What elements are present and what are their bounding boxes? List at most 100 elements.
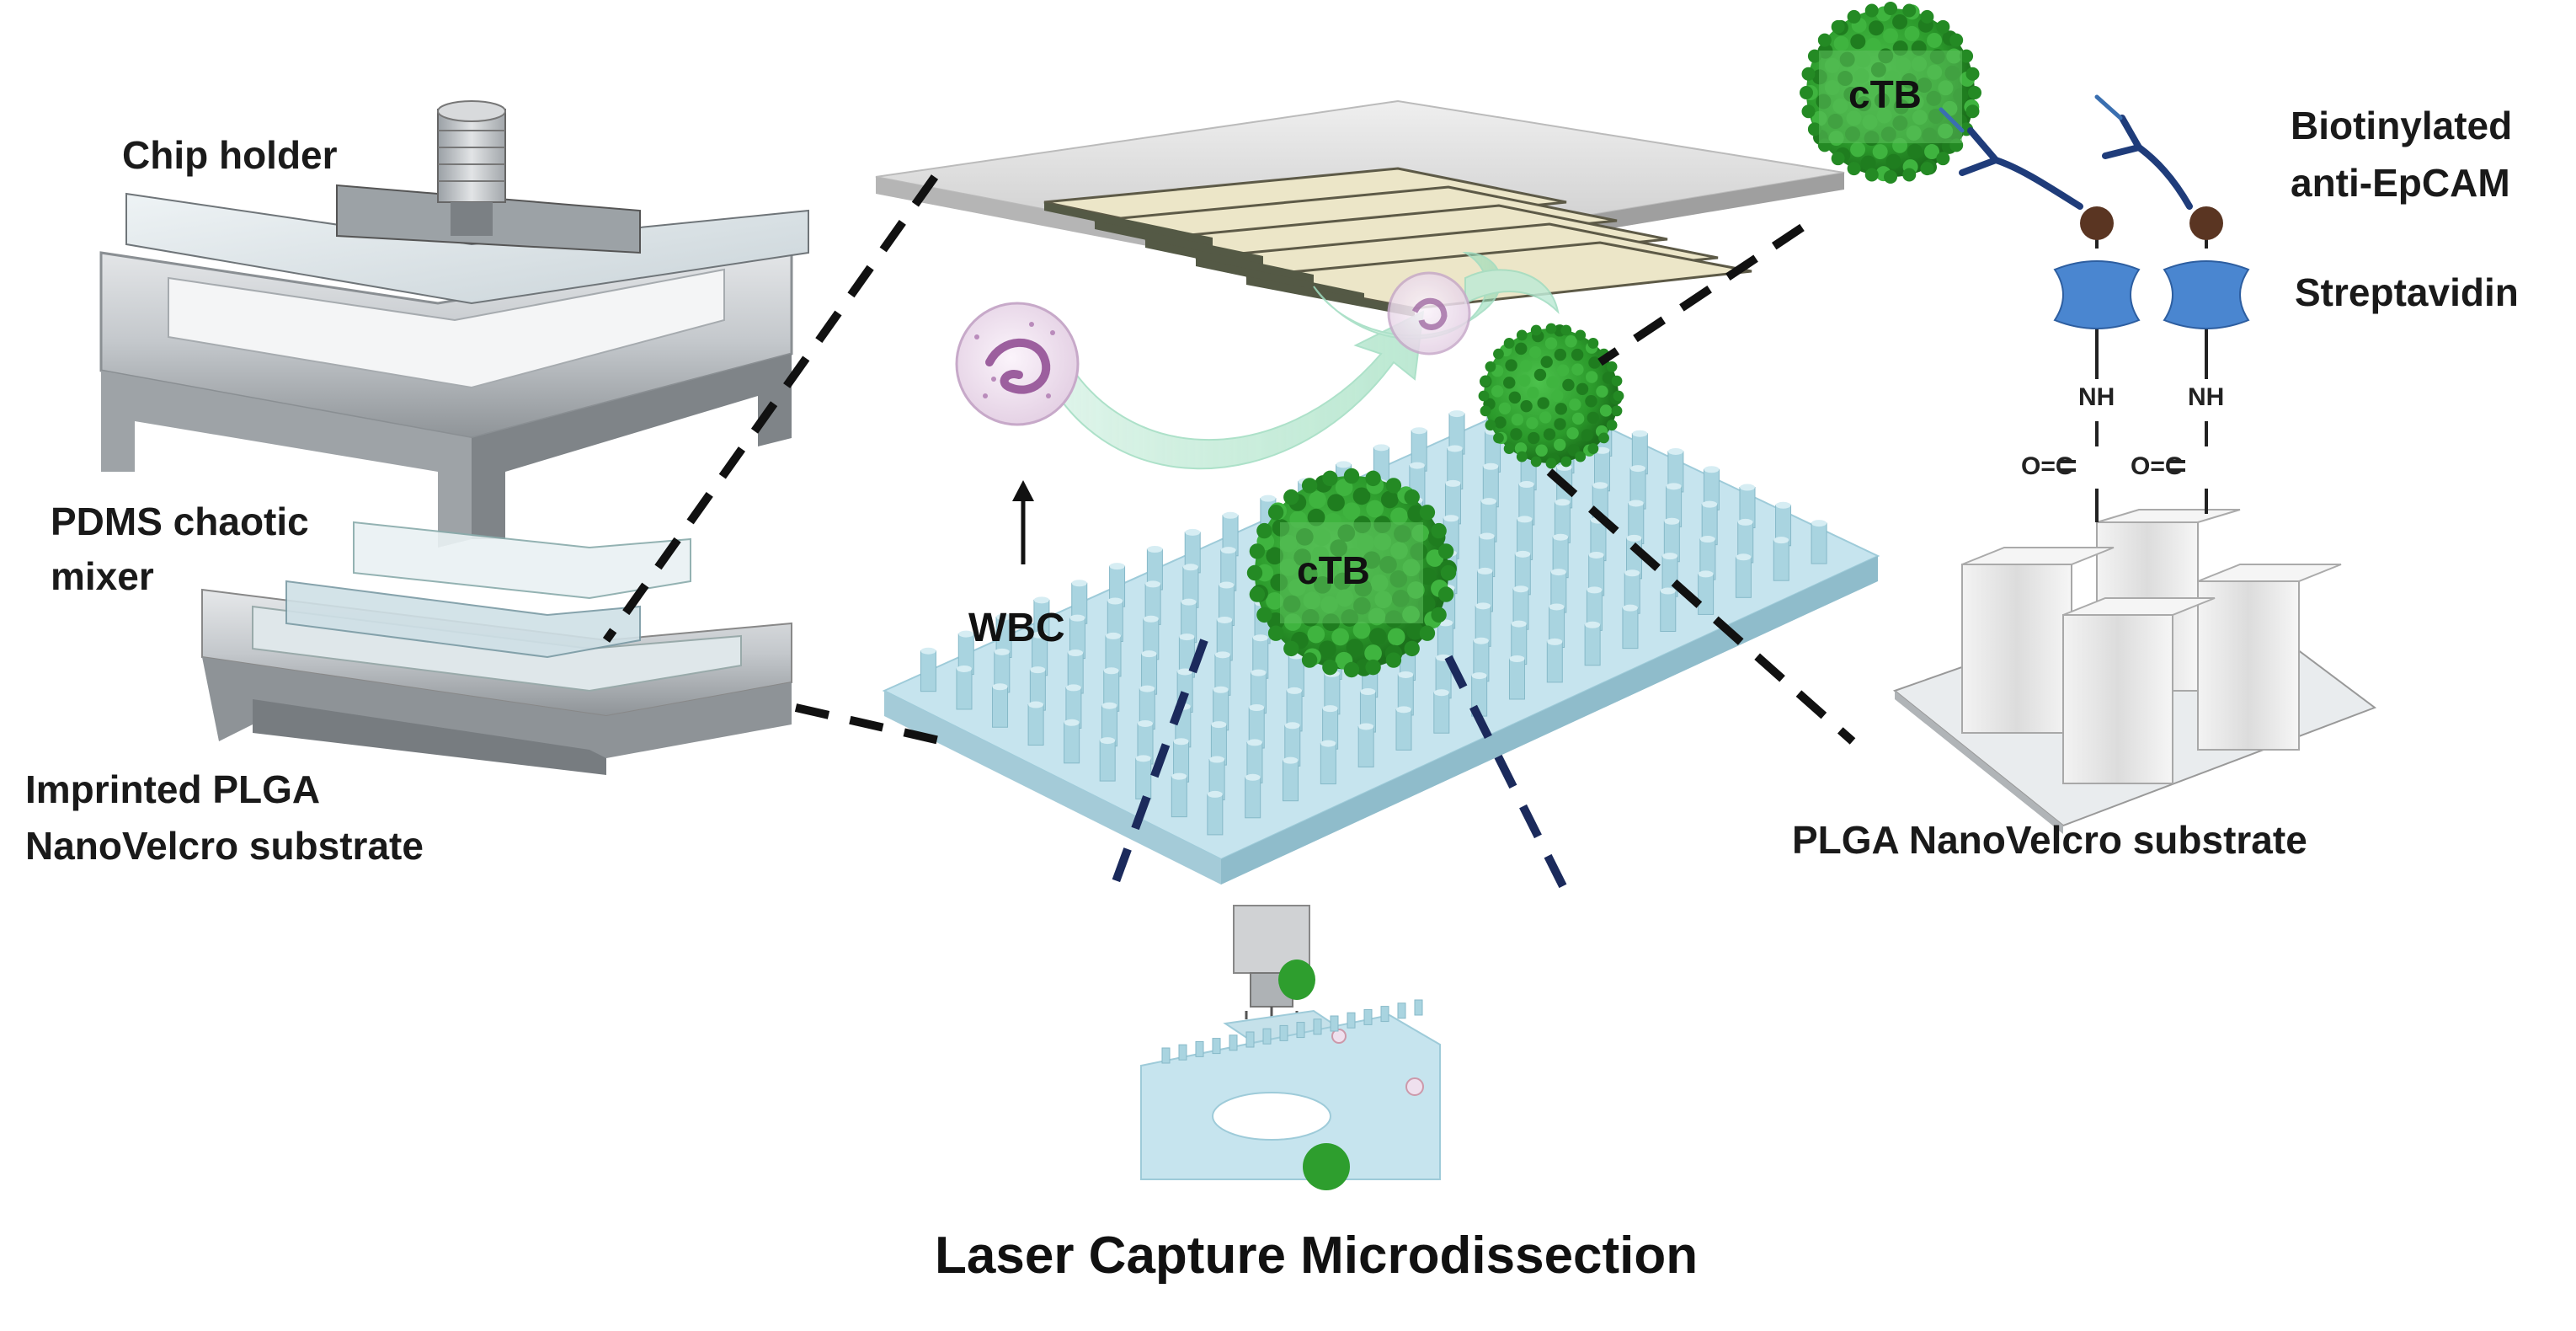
lcm-pillar xyxy=(1262,1028,1272,1045)
lcm-pillar xyxy=(1245,1031,1255,1048)
streptavidin-molecules xyxy=(2053,260,2250,329)
lcm-pillar xyxy=(1397,1002,1406,1019)
nanopillar xyxy=(1220,547,1237,591)
nanopillar xyxy=(1629,465,1646,510)
wbc-cell-small xyxy=(1387,271,1471,355)
ctb-center-label: cTB xyxy=(1297,548,1370,592)
nanopillar xyxy=(1245,773,1261,819)
nanopillar xyxy=(1447,445,1464,489)
nanopillar xyxy=(1622,604,1639,649)
nanopillar xyxy=(1137,719,1154,765)
lcm-pillar xyxy=(1296,1022,1305,1039)
wbc-label: WBC xyxy=(968,606,1065,650)
lcm-pillar xyxy=(1414,999,1423,1016)
nanopillar xyxy=(1701,500,1718,546)
nanopillar xyxy=(1135,755,1152,799)
nanopillar xyxy=(1737,518,1754,564)
nanopillar xyxy=(1207,790,1224,836)
nanopillar xyxy=(1357,723,1374,767)
nanopillar xyxy=(1584,621,1601,666)
nanopillar xyxy=(1514,550,1531,596)
nanopillar xyxy=(1320,740,1336,785)
nanopillar xyxy=(1027,701,1044,746)
wbc-cell xyxy=(955,302,1080,426)
nanopillar xyxy=(1433,689,1450,734)
nanopillar xyxy=(1143,615,1160,660)
nanopillar xyxy=(1139,685,1155,730)
nanopillar xyxy=(1141,650,1158,695)
nanopillar xyxy=(1508,655,1525,700)
plga-substrate-label-line2: NanoVelcro substrate xyxy=(25,824,424,868)
nanopillar xyxy=(1775,501,1792,547)
nanopillar xyxy=(1444,479,1461,525)
streptavidin-label: Streptavidin xyxy=(2295,270,2519,314)
nanopillar xyxy=(1099,737,1116,782)
nanopillar xyxy=(1476,567,1493,612)
nanopillar xyxy=(1735,553,1752,598)
nanopillar xyxy=(1773,537,1789,581)
ctb-top-label: cTB xyxy=(1848,72,1922,116)
ctb-cell-top xyxy=(1800,2,1981,184)
nanopillar xyxy=(1511,620,1528,666)
nanopillar xyxy=(1660,587,1677,633)
lcm-pillar xyxy=(1178,1044,1187,1061)
lcm-pillar xyxy=(1313,1018,1322,1035)
nanopillar xyxy=(1811,520,1827,564)
biotin-beads xyxy=(2080,206,2223,240)
nanovelcro-blocks xyxy=(1892,509,2377,834)
nanopillar xyxy=(992,683,1009,728)
pdms-mixer-label-line2: mixer xyxy=(51,554,154,598)
nanopillar xyxy=(994,648,1011,693)
nanopillar xyxy=(1146,546,1163,591)
nanopillar xyxy=(1071,580,1088,624)
chaotic-flow-arrows xyxy=(1034,251,1560,470)
biotinylated-label-line2: anti-EpCAM xyxy=(2291,161,2510,205)
nanopillar xyxy=(1029,666,1046,711)
nanopillar xyxy=(1395,706,1412,751)
nanopillar xyxy=(1213,686,1229,731)
nanopillar xyxy=(1628,500,1645,544)
nanopillar xyxy=(1065,684,1082,729)
lcm-pillar xyxy=(1229,1034,1238,1051)
plga-substrate-label-line1: Imprinted PLGA xyxy=(25,767,321,811)
nanopillar xyxy=(1283,756,1299,802)
nanopillar xyxy=(1699,536,1716,580)
nanopillar xyxy=(1552,533,1569,579)
biotinylated-label-line1: Biotinylated xyxy=(2291,104,2513,147)
nanopillar xyxy=(1284,722,1301,767)
lcm-pillar xyxy=(1347,1012,1356,1029)
chamber-lid xyxy=(875,99,1845,317)
nanopillar xyxy=(1251,669,1267,714)
lcm-pillar xyxy=(1161,1047,1171,1064)
nanopillar xyxy=(1182,564,1199,608)
nh-label-right: NH xyxy=(2188,383,2225,411)
lcm-pillar xyxy=(1363,1008,1373,1025)
antibodies xyxy=(1939,94,2193,210)
nanopillar xyxy=(1411,427,1427,472)
lcm-caption: Laser Capture Microdissection xyxy=(935,1227,1699,1285)
nanopillar xyxy=(1216,616,1233,661)
nanopillar xyxy=(1181,598,1197,644)
pdms-mixer-label-line1: PDMS chaotic xyxy=(51,500,309,543)
nanopillar xyxy=(1103,667,1120,712)
lcm-pillar xyxy=(1330,1015,1339,1032)
nanopillar xyxy=(1624,569,1640,614)
ctb-cell-floating xyxy=(1478,323,1624,469)
nanopillar xyxy=(1588,551,1605,596)
carbonyl-label-left: O=C xyxy=(2021,452,2074,480)
nanopillar xyxy=(1448,410,1465,455)
nanopillar xyxy=(1064,719,1080,764)
lcm-pillar xyxy=(1279,1024,1288,1041)
carbonyl-label-right: O=C xyxy=(2131,452,2184,480)
nanopillar xyxy=(1208,756,1225,801)
nanopillar xyxy=(1517,516,1533,560)
pdms-mixer-device xyxy=(201,521,792,775)
nh-label-left: NH xyxy=(2078,383,2115,411)
nanopillar xyxy=(1482,462,1499,508)
nanopillar xyxy=(1214,651,1231,696)
lcm-apparatus xyxy=(1140,905,1441,1190)
lcm-pillar xyxy=(1380,1006,1389,1023)
nanopillar xyxy=(1032,631,1048,676)
